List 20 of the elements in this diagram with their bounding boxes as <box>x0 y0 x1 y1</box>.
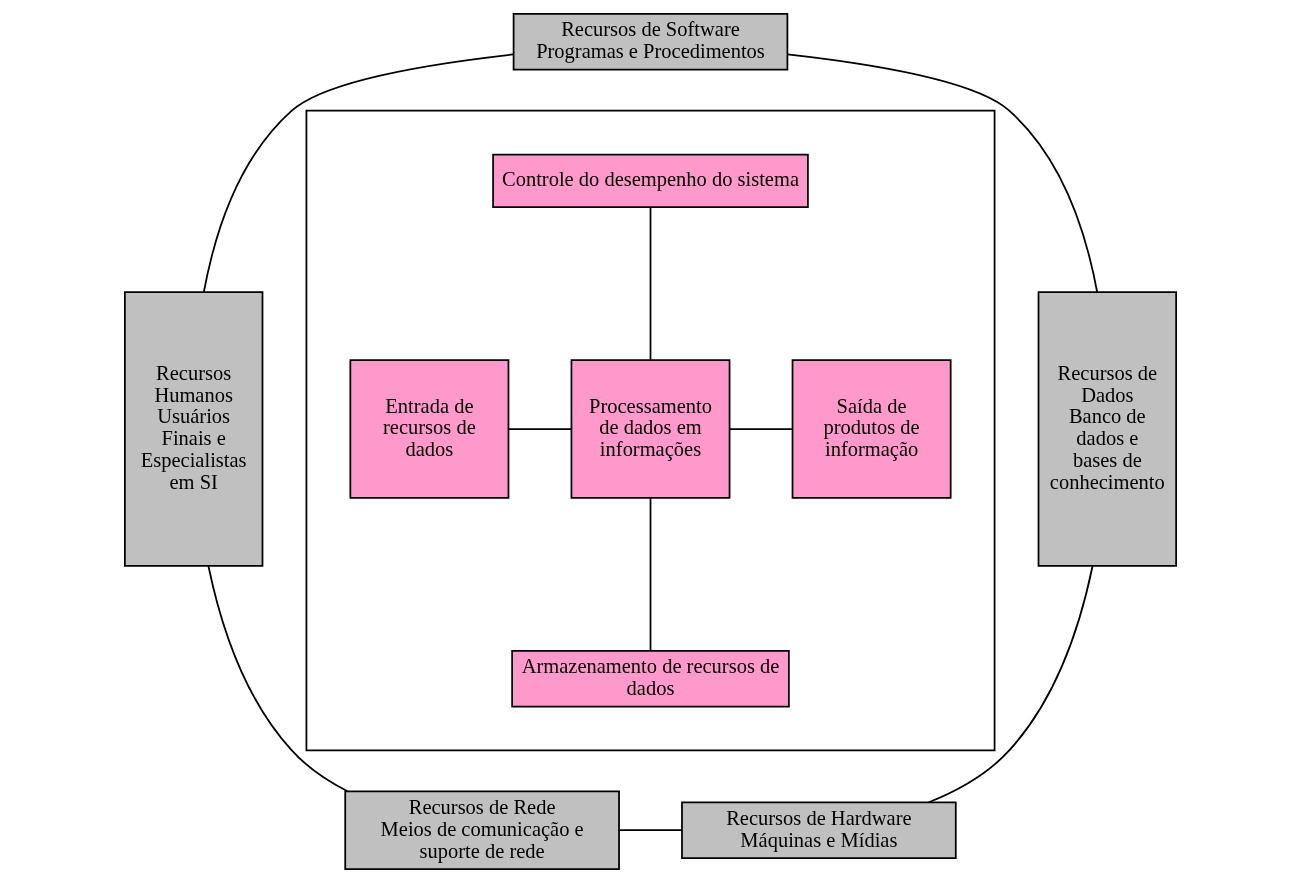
connector <box>928 565 1094 804</box>
connector <box>207 565 349 793</box>
node-box: Processamento de dados em informações <box>570 359 731 499</box>
connector <box>202 53 515 293</box>
node-box: Recursos de Rede Meios de comunicação e suporte de rede <box>344 790 620 870</box>
node-box: Recursos de Dados Banco de dados e bases de conhecimento <box>1037 291 1178 567</box>
node-box: Recursos Humanos Usuários Finais e Especialistas em SI <box>124 291 264 567</box>
node-box: Entrada de recursos de dados <box>349 359 510 499</box>
node-box: Controle do desempenho do sistema <box>492 153 809 209</box>
connector <box>786 53 1099 293</box>
connector <box>508 428 573 430</box>
node-box: Saída de produtos de informação <box>791 359 952 499</box>
cluster <box>305 109 996 752</box>
connector <box>649 206 652 361</box>
connector <box>618 829 683 832</box>
node-box: Recursos de Hardware Máquinas e Mídias <box>681 801 957 859</box>
connector <box>649 497 652 652</box>
node-box: Recursos de Software Programas e Procedimentos <box>512 13 789 71</box>
node-box: Armazenamento de recursos de dados <box>511 650 790 708</box>
connector <box>729 428 794 430</box>
